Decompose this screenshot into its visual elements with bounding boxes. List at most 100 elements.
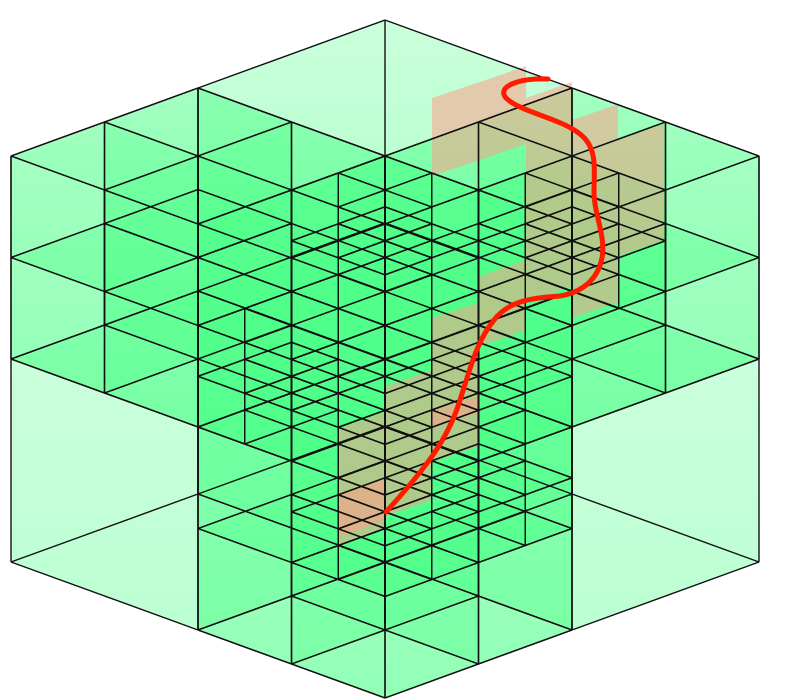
cube-edge (10, 256, 105, 293)
cube-edge (618, 172, 666, 191)
cube-edge (197, 527, 292, 564)
cube-edge (525, 223, 573, 242)
highlighted-cell (432, 82, 480, 176)
cube-edge (338, 392, 386, 411)
cell-face (198, 528, 292, 664)
cube-edge (197, 324, 246, 344)
cube-edge (431, 273, 479, 293)
cube-edge (431, 290, 479, 310)
cell-face (525, 325, 572, 394)
cell-face (385, 173, 432, 241)
cube-edge (525, 256, 573, 276)
cube-edge (338, 256, 386, 276)
cube-edge (338, 307, 386, 327)
cube-edge (571, 121, 666, 157)
cube-edge (478, 358, 526, 377)
cell-face (104, 223, 198, 359)
cube-edge (571, 493, 760, 563)
cube-edge (291, 358, 339, 377)
cube-edge (431, 477, 479, 496)
cube-edge (10, 222, 105, 259)
cell-face (198, 376, 245, 444)
cube-edge (384, 358, 433, 377)
cube-edge (291, 341, 339, 360)
cube-edge (338, 273, 386, 293)
cube-edge (384, 206, 433, 225)
cube-edge (571, 561, 760, 631)
cube-edge (571, 223, 620, 242)
cube-edge (338, 527, 386, 547)
cube-edge (384, 341, 433, 361)
cell-face (478, 528, 572, 664)
cube-edge (338, 544, 386, 564)
cube-edge (478, 409, 526, 428)
cell-face (11, 257, 105, 393)
cube-edge (384, 172, 433, 191)
cube-edge (525, 527, 573, 547)
cube-edge (525, 409, 573, 428)
cube-edge (618, 189, 666, 208)
cube-edge (10, 121, 105, 157)
cube-edge (291, 595, 386, 631)
cube-edge (384, 307, 433, 327)
cube-edge (384, 375, 433, 394)
cube-edge (10, 324, 105, 360)
cube-edge (104, 392, 199, 428)
cube-edge (10, 358, 105, 394)
cell-face (244, 308, 292, 377)
cell-face (11, 156, 105, 292)
cube-edge (338, 155, 386, 174)
cube-edge (384, 223, 433, 242)
cell-face (338, 173, 385, 241)
cell-face (431, 511, 479, 580)
cube-edge (384, 595, 479, 631)
cube-edge (10, 155, 105, 191)
cube-edge (431, 240, 479, 259)
cube-edge (431, 392, 479, 411)
cube-edge (338, 189, 386, 208)
highlighted-cell (386, 370, 432, 462)
cube-edge (384, 189, 433, 208)
cube-edge (104, 358, 199, 394)
cube-edge (197, 358, 246, 377)
cell-face (291, 190, 339, 258)
cube-edge (525, 477, 573, 496)
cube-edge (104, 290, 199, 326)
cube-edge (665, 256, 760, 293)
cube-edge (338, 494, 386, 513)
cube-edge (338, 443, 386, 462)
cube-edge (525, 426, 573, 445)
cube-edge (197, 256, 292, 293)
cube-edge (478, 375, 526, 394)
cube-edge (291, 663, 386, 699)
cell-face (665, 257, 759, 393)
cube-edge (665, 222, 760, 259)
highlighted-cell (572, 104, 618, 196)
cube-edge (291, 189, 339, 208)
cube-edge (244, 409, 292, 428)
cube-edge (338, 426, 386, 445)
cube-edge (291, 629, 386, 665)
cube-edge (525, 307, 573, 327)
cell-face (198, 122, 292, 258)
cube-edge (104, 87, 199, 123)
cube-edge (291, 172, 339, 191)
cube-edge (384, 409, 433, 428)
cube-edge (431, 223, 479, 242)
cell-face (478, 410, 526, 478)
cube-edge (478, 341, 526, 360)
cube-edge (571, 392, 666, 428)
highlighted-cell (526, 158, 572, 302)
cube-edge (291, 460, 339, 479)
cube-edge (478, 240, 526, 259)
highlighted-cell (618, 124, 664, 256)
cube-edge (665, 121, 760, 157)
cube-edge (291, 324, 339, 344)
cube-edge (244, 358, 292, 377)
cube-edge (291, 290, 339, 310)
cell-face (525, 427, 572, 495)
cube-edge (104, 155, 199, 191)
cube-edge (338, 409, 386, 428)
cube-edge (338, 460, 386, 479)
